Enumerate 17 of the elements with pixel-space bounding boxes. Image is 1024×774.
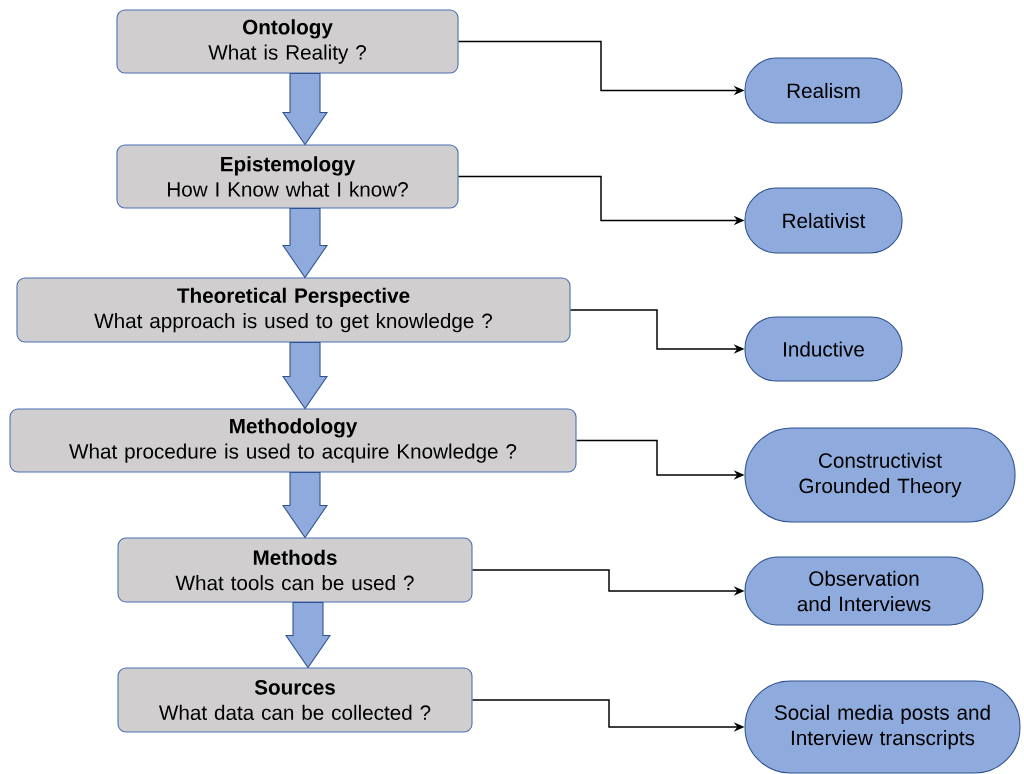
question-box: Ontology What is Reality ? — [116, 9, 459, 74]
question-box: Theoretical Perspective What approach is used to get knowledge ? — [16, 277, 571, 343]
question-box: Methods What tools can be used ? — [117, 537, 473, 603]
answer-pill: Observation and Interviews — [744, 556, 984, 626]
block-arrow — [282, 342, 329, 410]
question-box: Sources What data can be collected ? — [117, 667, 473, 733]
answer-pill: Realism — [744, 57, 903, 124]
answer-pill: Inductive — [744, 316, 903, 382]
answer-pill: Social media posts and Interview transcripts — [744, 680, 1021, 774]
question-box: Epistemology How I Know what I know? — [116, 144, 459, 209]
block-arrow — [282, 471, 329, 539]
block-arrow — [285, 602, 332, 669]
answer-pill: Constructivist Grounded Theory — [744, 427, 1016, 523]
block-arrow — [282, 72, 329, 146]
block-arrow — [282, 207, 329, 279]
question-box: Methodology What procedure is used to acquire Knowledge ? — [9, 408, 577, 473]
answer-pill: Relativist — [744, 187, 903, 254]
